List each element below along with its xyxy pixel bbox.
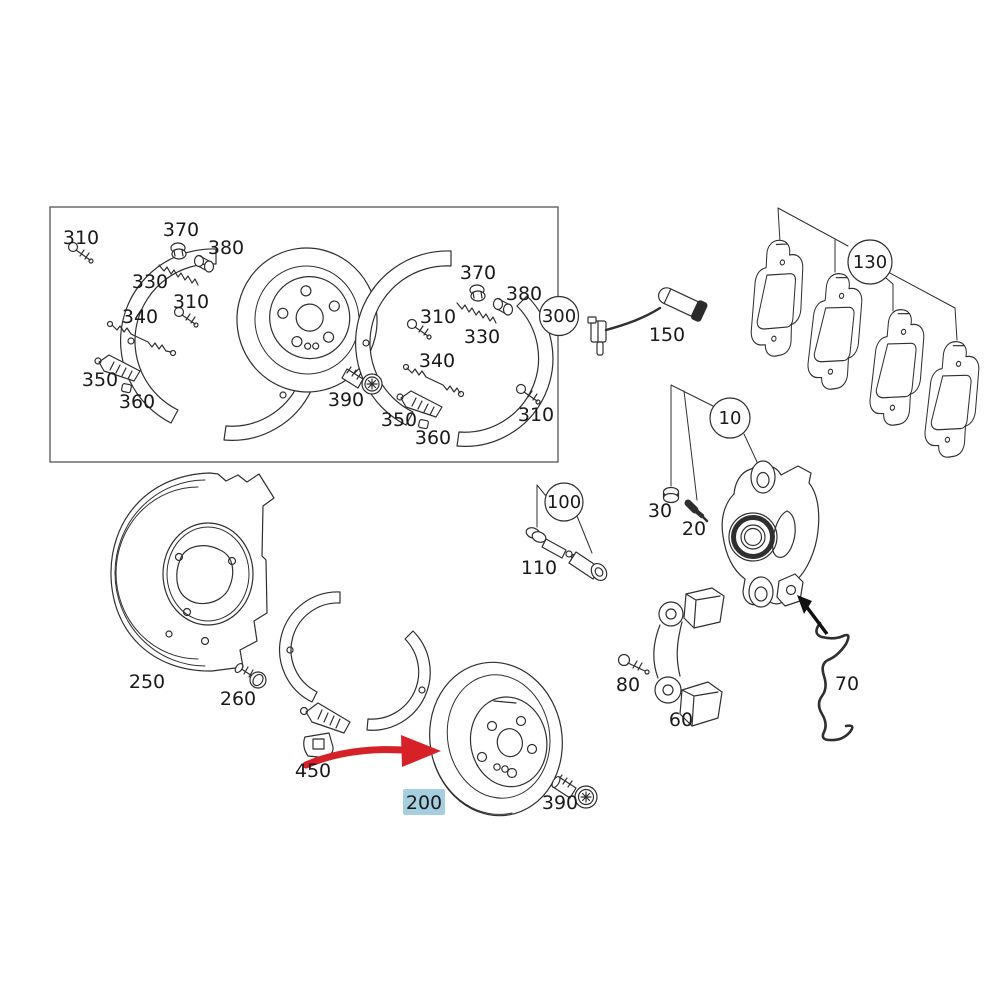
part-label-150[interactable]: 150 <box>649 324 685 346</box>
nut-360-left-drawing <box>121 383 132 394</box>
part-label-370[interactable]: 370 <box>460 262 496 284</box>
black-arrow <box>797 595 829 636</box>
part-label-310[interactable]: 310 <box>420 306 456 328</box>
callout-circle-100[interactable] <box>544 482 584 522</box>
nut-360-right-drawing <box>418 419 429 430</box>
nut-370-drawings <box>170 242 486 302</box>
spring-330-right-drawing <box>456 302 497 324</box>
callout-circle-300[interactable] <box>538 295 580 337</box>
part-label-300[interactable]: 300 <box>542 306 576 327</box>
part-label-380[interactable]: 380 <box>506 283 542 305</box>
brake-disc-inset-drawing <box>236 247 378 393</box>
part-label-350[interactable]: 350 <box>381 409 417 431</box>
part-label-260[interactable]: 260 <box>220 688 256 710</box>
red-arrow <box>302 735 441 769</box>
part-label-80[interactable]: 80 <box>616 674 640 696</box>
wear-sensor-150-drawing <box>587 287 708 356</box>
part-label-200-highlighted[interactable]: 200 <box>406 792 442 814</box>
part-label-310[interactable]: 310 <box>518 404 554 426</box>
part-label-330[interactable]: 330 <box>132 271 168 293</box>
part-label-10[interactable]: 10 <box>719 408 742 429</box>
part-label-70[interactable]: 70 <box>835 673 859 695</box>
adjuster-350-left-drawing <box>94 354 141 382</box>
part-label-390[interactable]: 390 <box>542 792 578 814</box>
adjuster-350-right-drawing <box>396 390 443 418</box>
caliper-leader-lines <box>670 384 759 501</box>
guide-leader-lines <box>536 484 593 554</box>
pad-leader-lines <box>777 207 958 341</box>
brake-shoe-set-lower-drawing <box>279 591 431 731</box>
highlight-box-200 <box>403 789 445 815</box>
guide-parts-drawing <box>525 527 608 581</box>
carrier-60-drawing <box>653 587 725 727</box>
callout-circle-10[interactable] <box>709 397 751 439</box>
part-label-380[interactable]: 380 <box>208 237 244 259</box>
part-label-370[interactable]: 370 <box>163 219 199 241</box>
spring-340-left-drawing <box>106 320 177 357</box>
part-label-310[interactable]: 310 <box>173 291 209 313</box>
pin-310-drawings <box>67 241 541 405</box>
part-label-310[interactable]: 310 <box>63 227 99 249</box>
part-label-130[interactable]: 130 <box>853 252 887 273</box>
spring-330-left-drawing <box>158 264 199 286</box>
part-label-250[interactable]: 250 <box>129 671 165 693</box>
cap-30-drawing <box>662 486 680 504</box>
screw-390-drawing <box>551 774 598 809</box>
bleeder-20-drawing <box>684 499 709 523</box>
part-label-390[interactable]: 390 <box>328 389 364 411</box>
part-labels: 310 370 380 330 310 340 350 360 370 380 … <box>63 219 887 814</box>
spring-340-right-drawing <box>402 363 465 398</box>
dust-shield-250-drawing <box>110 472 275 672</box>
callout-circle-130[interactable] <box>847 239 893 285</box>
part-label-450[interactable]: 450 <box>295 760 331 782</box>
part-label-360[interactable]: 360 <box>415 427 451 449</box>
spring-clip-70-drawing <box>815 621 854 742</box>
adjuster-450-drawing <box>299 702 351 758</box>
part-label-340[interactable]: 340 <box>419 350 455 372</box>
screw-390-inset-drawing <box>341 366 383 395</box>
part-label-110[interactable]: 110 <box>521 557 557 579</box>
bolt-80-drawing <box>617 653 650 675</box>
part-label-20[interactable]: 20 <box>682 518 706 540</box>
sleeve-380-drawings <box>193 254 514 316</box>
bolt-260-drawing <box>234 662 267 689</box>
part-label-330[interactable]: 330 <box>464 326 500 348</box>
part-label-340[interactable]: 340 <box>122 306 158 328</box>
part-label-30[interactable]: 30 <box>648 500 672 522</box>
part-label-60[interactable]: 60 <box>669 709 693 731</box>
part-label-350[interactable]: 350 <box>82 369 118 391</box>
caliper-10-drawing <box>721 460 820 608</box>
part-label-360[interactable]: 360 <box>119 391 155 413</box>
part-label-100[interactable]: 100 <box>547 492 581 513</box>
